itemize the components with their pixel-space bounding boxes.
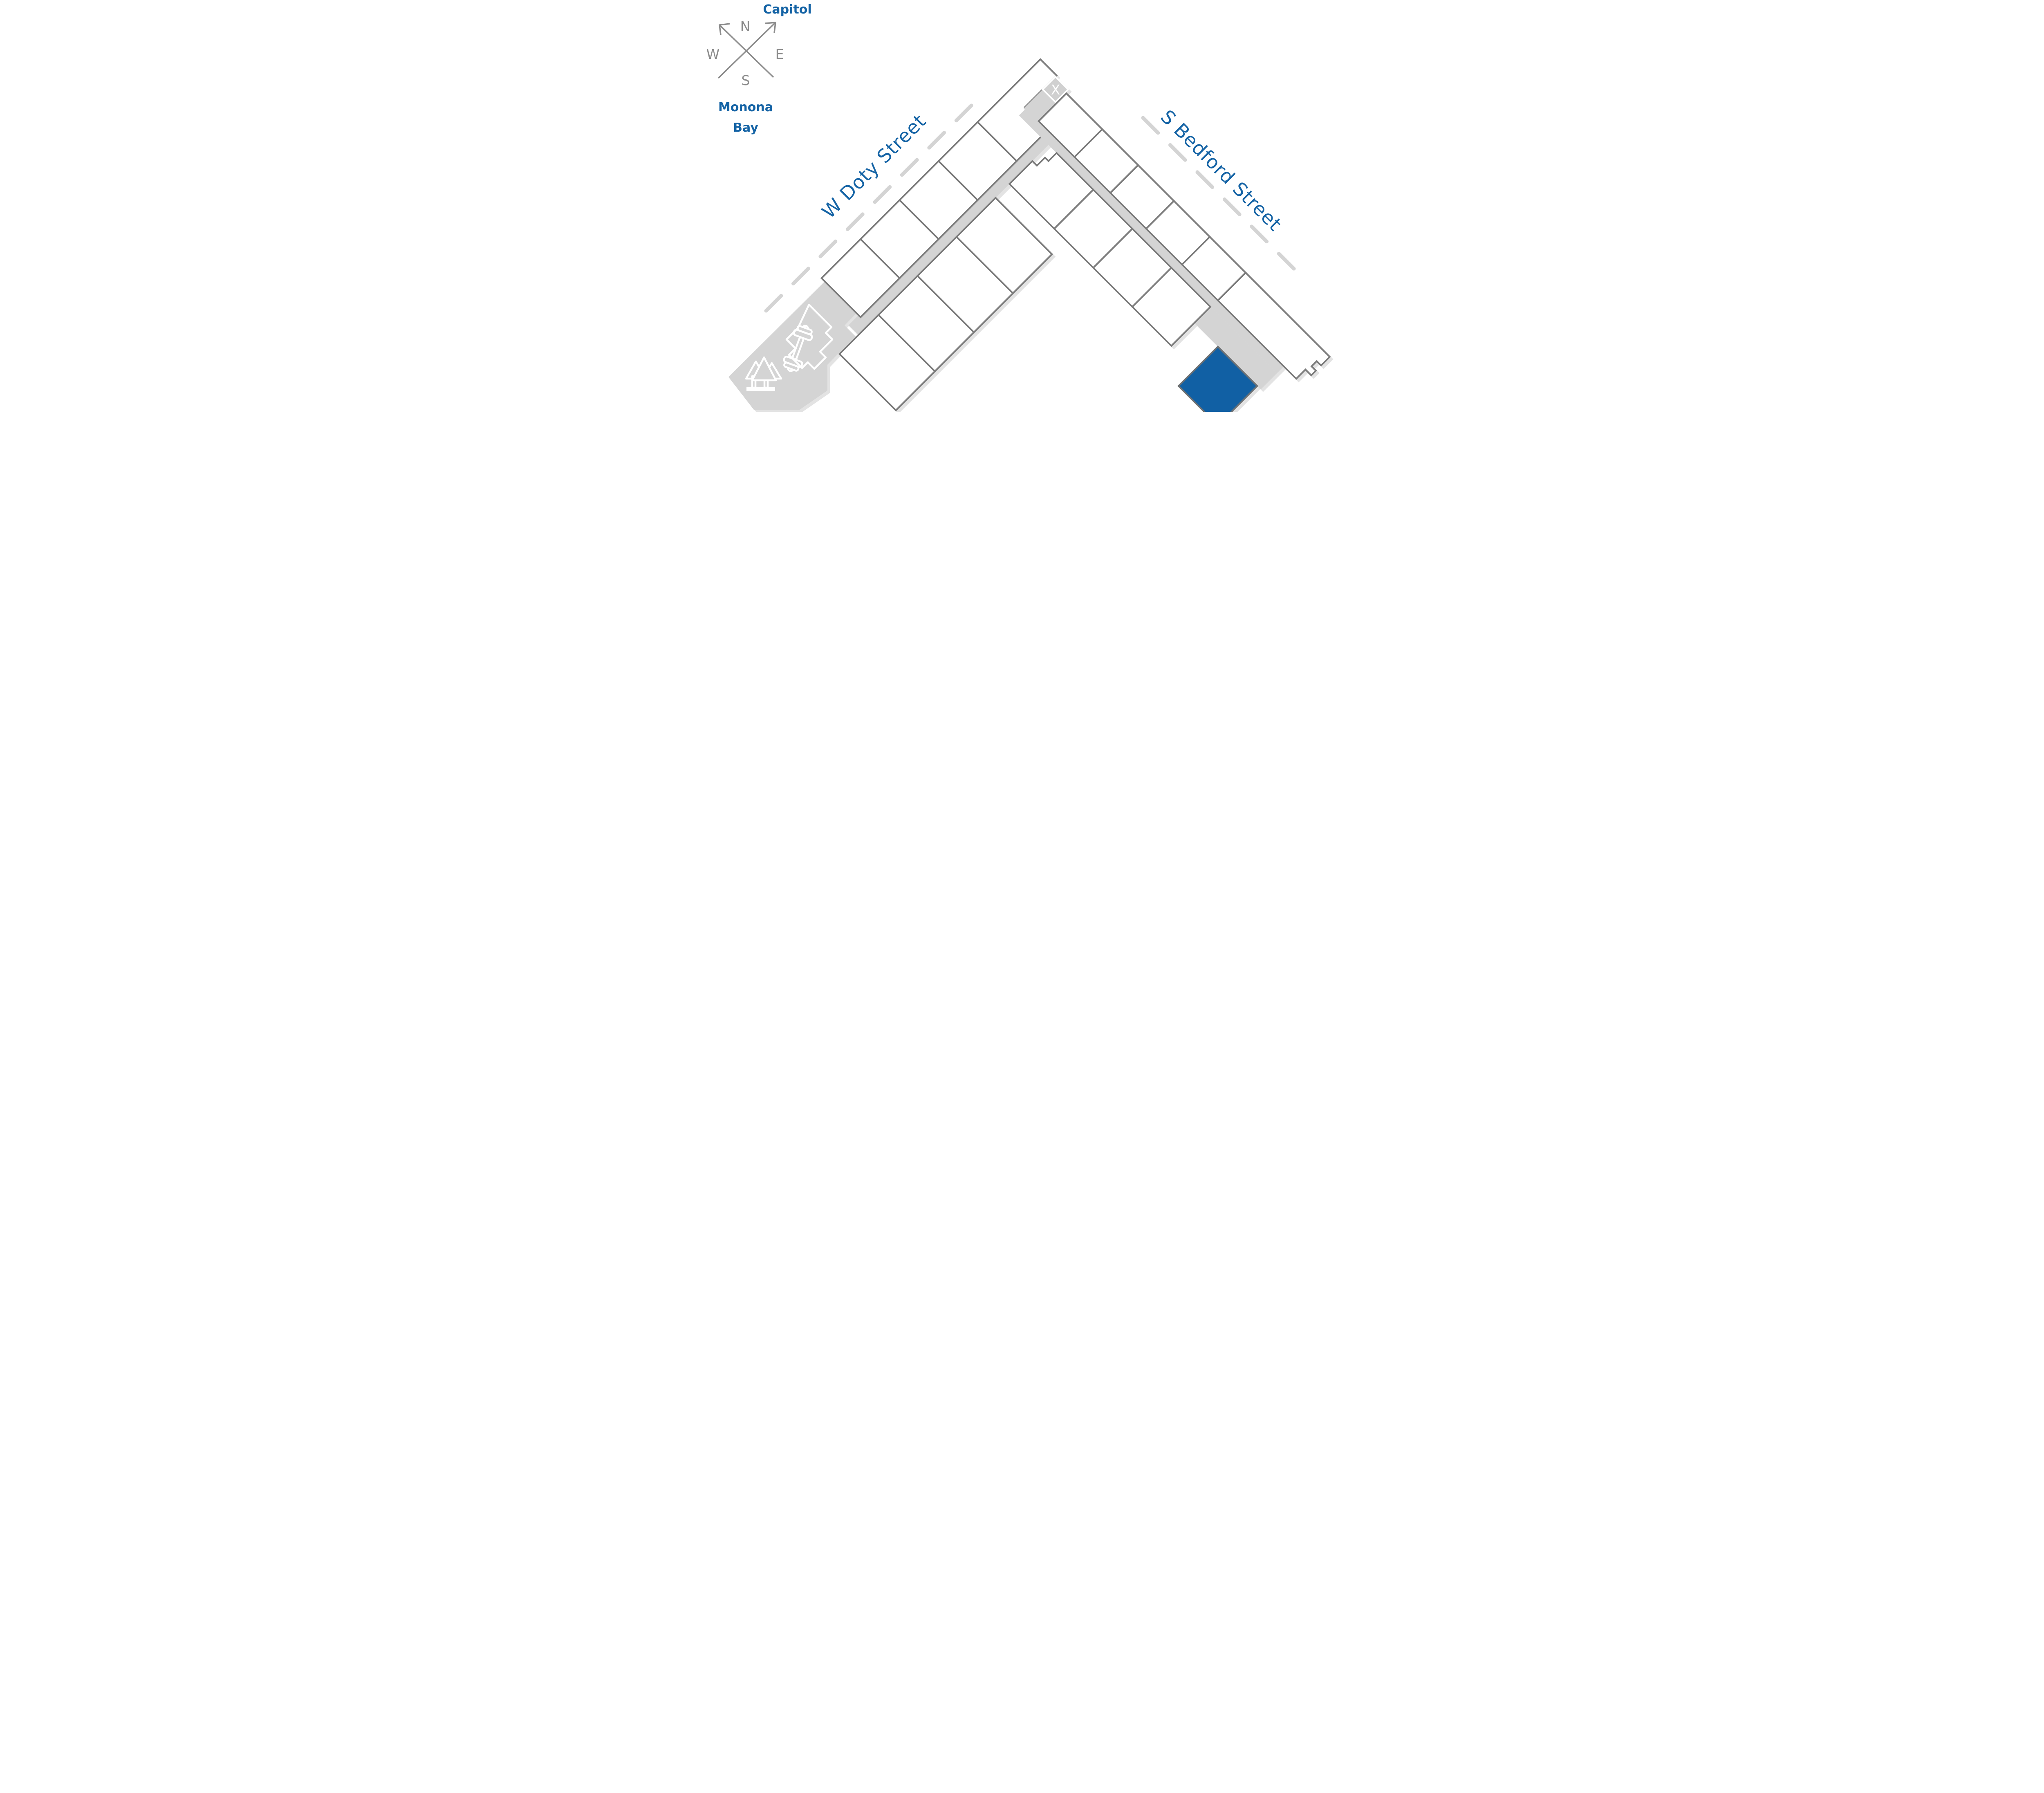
w-doty-street-centerline <box>764 92 985 313</box>
alley-end-pad <box>1194 307 1277 390</box>
trees-icon <box>745 356 782 391</box>
trees-ground-line <box>746 387 775 391</box>
compass-arrowhead-ne <box>765 22 776 33</box>
site-map: X W Doty Street S Bedford Street N W E S… <box>705 0 1339 412</box>
compass-icon: N W E S <box>706 18 784 88</box>
highlighted-unit[interactable] <box>1177 346 1259 412</box>
left-alley <box>848 128 1056 335</box>
compass-east: E <box>775 46 784 62</box>
monona-bay-label-line2: Bay <box>733 121 758 135</box>
unit-parcel <box>1131 266 1212 347</box>
clubhouse-outline <box>785 303 834 370</box>
capitol-label: Capitol <box>763 2 811 17</box>
monona-bay-label-line1: Monona <box>718 100 773 114</box>
dumbbell-icon <box>783 325 813 372</box>
unit-parcel <box>955 196 1053 294</box>
site-plan <box>728 58 1331 412</box>
x-marker-label: X <box>1051 82 1060 98</box>
compass-south: S <box>742 72 750 88</box>
compass-west: W <box>706 46 720 62</box>
right-alley <box>1019 108 1284 373</box>
compass-arrowhead-nw <box>719 23 730 35</box>
unit-parcel-end <box>1217 272 1331 380</box>
unit-parcel-apex <box>976 58 1058 162</box>
x-marker-cell <box>1041 75 1069 103</box>
compass-north: N <box>740 18 751 34</box>
